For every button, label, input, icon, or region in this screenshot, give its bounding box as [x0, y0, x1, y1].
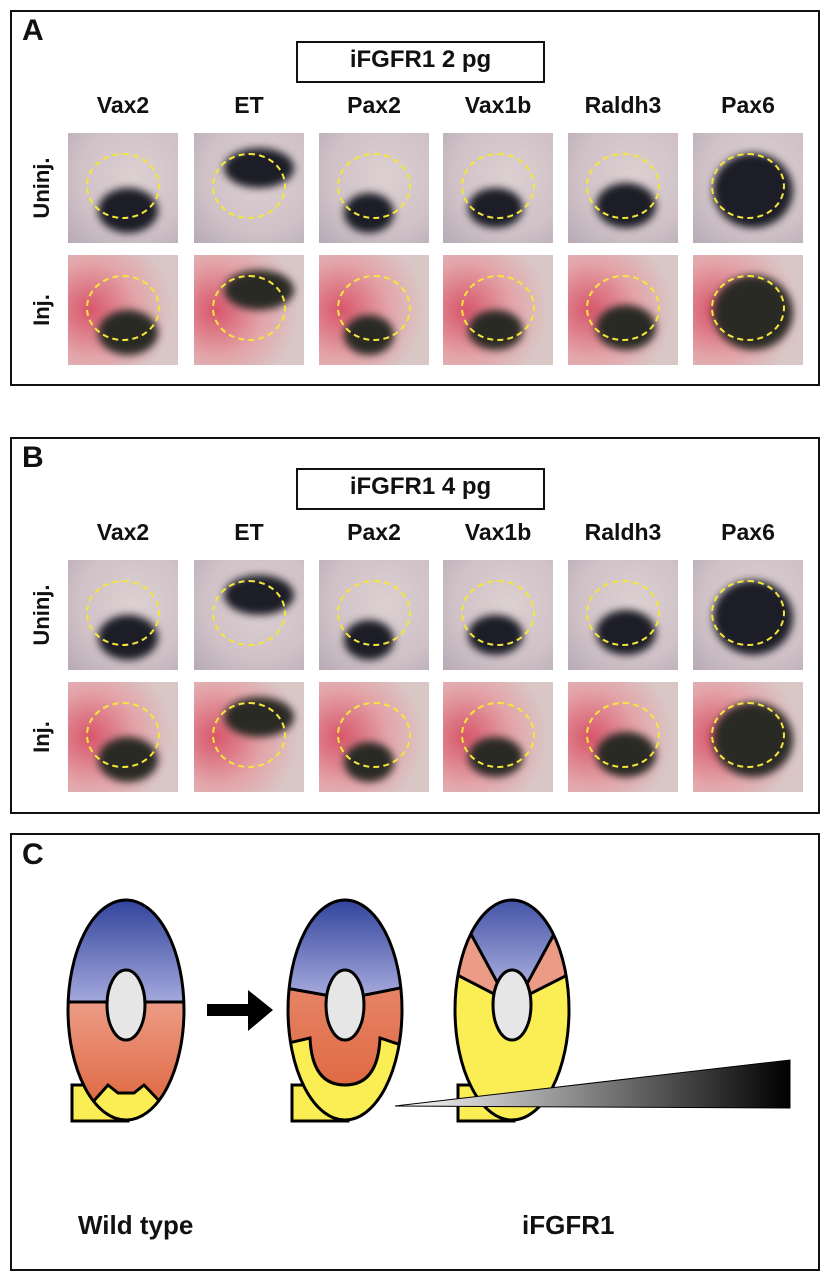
embryo-eye-photo	[68, 133, 178, 243]
eye-outline-dashed	[212, 702, 286, 768]
embryo-eye-photo	[319, 560, 429, 670]
panel-b-title: iFGFR1 4 pg	[296, 468, 545, 510]
embryo-eye-photo	[68, 682, 178, 792]
embryo-eye-photo	[443, 133, 553, 243]
embryo-eye-photo	[194, 133, 304, 243]
eye-outline-dashed	[711, 153, 785, 219]
eye-outline-dashed	[461, 153, 535, 219]
eye-outline-dashed	[461, 702, 535, 768]
eye-outline-dashed	[86, 702, 160, 768]
column-header-vax2: Vax2	[96, 92, 150, 118]
eye-outline-dashed	[86, 275, 160, 341]
ifgfr1-label: iFGFR1	[522, 1210, 615, 1240]
embryo-eye-photo	[319, 255, 429, 365]
column-header-pax2: Pax2	[347, 92, 401, 118]
panel-c	[10, 833, 820, 1271]
embryo-eye-photo	[568, 255, 678, 365]
ifgfr1-low-eye	[286, 898, 404, 1123]
embryo-eye-photo	[68, 560, 178, 670]
wild-type-eye	[66, 898, 186, 1123]
column-header-et: ET	[234, 92, 264, 118]
embryo-eye-photo	[443, 682, 553, 792]
embryo-eye-photo	[194, 255, 304, 365]
eye-outline-dashed	[212, 153, 286, 219]
eye-outline-dashed	[212, 580, 286, 646]
wild-type-label: Wild type	[78, 1210, 194, 1240]
lens	[491, 968, 533, 1042]
column-header-pax6: Pax6	[721, 92, 775, 118]
column-header-vax1b: Vax1b	[464, 519, 532, 545]
embryo-eye-photo	[568, 133, 678, 243]
eye-outline-dashed	[212, 275, 286, 341]
embryo-eye-photo	[194, 682, 304, 792]
eye-outline-dashed	[586, 702, 660, 768]
embryo-eye-photo	[568, 682, 678, 792]
eye-outline-dashed	[586, 153, 660, 219]
column-header-et: ET	[234, 519, 264, 545]
eye-outline-dashed	[86, 153, 160, 219]
panel-b	[10, 437, 820, 814]
eye-outline-dashed	[337, 702, 411, 768]
column-header-raldh3: Raldh3	[584, 92, 662, 118]
embryo-eye-photo	[319, 682, 429, 792]
embryo-eye-photo	[194, 560, 304, 670]
eye-outline-dashed	[86, 580, 160, 646]
eye-outline-dashed	[461, 580, 535, 646]
eye-outline-dashed	[337, 153, 411, 219]
column-header-pax2: Pax2	[347, 519, 401, 545]
embryo-eye-photo	[568, 560, 678, 670]
embryo-eye-photo	[693, 133, 803, 243]
eye-outline-dashed	[711, 580, 785, 646]
embryo-eye-photo	[693, 255, 803, 365]
column-header-vax1b: Vax1b	[464, 92, 532, 118]
eye-outline-dashed	[586, 275, 660, 341]
eye-outline-dashed	[337, 580, 411, 646]
column-header-pax6: Pax6	[721, 519, 775, 545]
arrow-icon	[207, 990, 273, 1031]
panel-a-title: iFGFR1 2 pg	[296, 41, 545, 83]
eye-outline-dashed	[461, 275, 535, 341]
eye-outline-dashed	[337, 275, 411, 341]
embryo-eye-photo	[319, 133, 429, 243]
column-header-vax2: Vax2	[96, 519, 150, 545]
embryo-eye-photo	[68, 255, 178, 365]
embryo-eye-photo	[693, 560, 803, 670]
column-header-raldh3: Raldh3	[584, 519, 662, 545]
lens	[105, 968, 147, 1042]
embryo-eye-photo	[443, 255, 553, 365]
eye-outline-dashed	[711, 702, 785, 768]
dose-gradient-wedge	[394, 1059, 791, 1109]
eye-outline-dashed	[711, 275, 785, 341]
panel-a	[10, 10, 820, 386]
panel-a-label: A	[22, 14, 44, 47]
panel-b-label: B	[22, 441, 44, 474]
lens	[324, 968, 366, 1042]
eye-outline-dashed	[586, 580, 660, 646]
embryo-eye-photo	[443, 560, 553, 670]
panel-c-label: C	[22, 838, 44, 871]
embryo-eye-photo	[693, 682, 803, 792]
